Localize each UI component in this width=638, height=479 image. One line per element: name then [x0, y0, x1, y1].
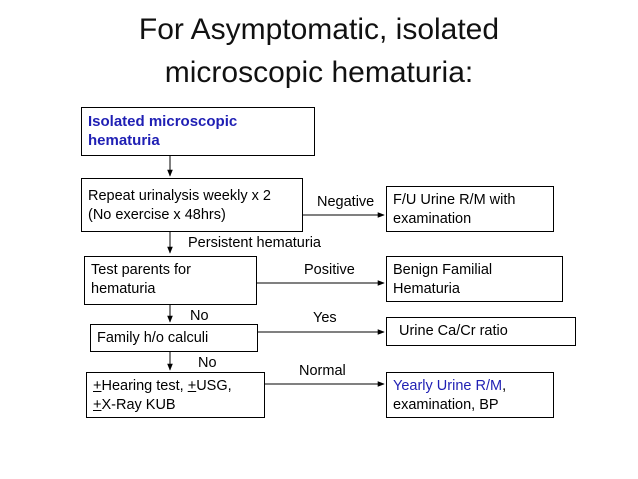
- edge-label-no-2: No: [198, 355, 217, 371]
- node-repeat-urinalysis-line1: Repeat urinalysis weekly x 2: [88, 188, 271, 204]
- node-fu-urine: F/U Urine R/M with examination: [386, 186, 554, 232]
- edge-label-no-1: No: [190, 308, 209, 324]
- node-hearing-tests-line1: +Hearing test, +USG,: [93, 377, 258, 396]
- node-test-parents-line1: Test parents for: [91, 262, 191, 278]
- hearing-test-text: Hearing test,: [101, 378, 188, 394]
- node-isolated-hematuria-line1: Isolated microscopic: [88, 113, 238, 130]
- node-isolated-hematuria: Isolated microscopic hematuria: [81, 107, 315, 156]
- slide-title: For Asymptomatic, isolated microscopic h…: [0, 8, 638, 94]
- node-fu-urine-line2: examination: [393, 211, 472, 227]
- node-family-calculi-text: Family h/o calculi: [97, 330, 209, 346]
- node-urine-ca-cr-text: Urine Ca/Cr ratio: [399, 323, 508, 339]
- edge-label-yes: Yes: [313, 310, 337, 326]
- node-test-parents: Test parents for hematuria: [84, 256, 257, 305]
- node-repeat-urinalysis: Repeat urinalysis weekly x 2 (No exercis…: [81, 178, 303, 232]
- plus-minus-sign: +: [187, 378, 197, 394]
- node-yearly-urine-line1: Yearly Urine R/M,: [393, 377, 547, 396]
- plus-minus-sign: +: [93, 397, 102, 413]
- plus-minus-sign: +: [93, 378, 102, 394]
- node-benign-familial: Benign Familial Hematuria: [386, 256, 563, 302]
- node-repeat-urinalysis-line2: (No exercise x 48hrs): [88, 207, 226, 223]
- node-hearing-tests-line2: +X-Ray KUB: [93, 396, 258, 415]
- usg-text: USG,: [196, 378, 232, 394]
- xray-kub-text: X-Ray KUB: [101, 397, 176, 413]
- yearly-urine-rm: Yearly Urine R/M: [393, 378, 503, 394]
- node-yearly-urine-line2: examination, BP: [393, 397, 499, 413]
- yearly-urine-comma: ,: [502, 378, 507, 394]
- node-family-calculi: Family h/o calculi: [90, 324, 258, 352]
- edge-label-negative: Negative: [317, 194, 375, 210]
- title-line-1: For Asymptomatic, isolated: [138, 13, 500, 46]
- node-isolated-hematuria-line2: hematuria: [88, 132, 160, 149]
- edge-label-positive: Positive: [304, 262, 355, 278]
- edge-label-persistent: Persistent hematuria: [188, 235, 321, 251]
- title-line-2: microscopic hematuria:: [164, 56, 474, 89]
- node-fu-urine-line1: F/U Urine R/M with: [393, 192, 516, 208]
- node-yearly-urine: Yearly Urine R/M, examination, BP: [386, 372, 554, 418]
- node-hearing-tests: +Hearing test, +USG, +X-Ray KUB: [86, 372, 265, 418]
- node-benign-familial-line2: Hematuria: [393, 281, 460, 297]
- node-urine-ca-cr: Urine Ca/Cr ratio: [386, 317, 576, 346]
- node-benign-familial-line1: Benign Familial: [393, 262, 493, 278]
- edge-label-normal: Normal: [299, 363, 346, 379]
- node-test-parents-line2: hematuria: [91, 281, 156, 297]
